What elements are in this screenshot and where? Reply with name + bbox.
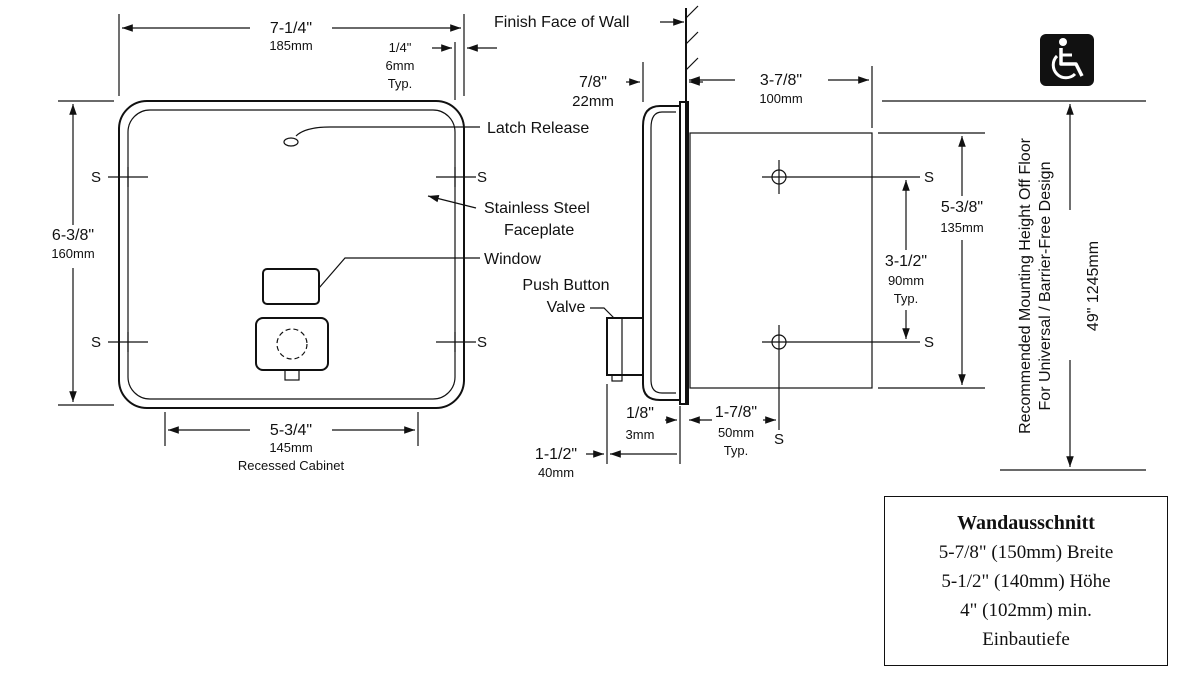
faceplate-inner-outline — [127, 109, 456, 400]
wall-cutout-height: 5-1/2" (140mm) Höhe — [941, 570, 1111, 592]
front-depth-dimension: 7/8" — [579, 74, 607, 91]
flange-dimension-mm: 6mm — [386, 58, 415, 73]
flange — [679, 101, 689, 405]
push-button-ring — [276, 328, 308, 360]
height-dimension: 6-3/8" — [52, 227, 94, 244]
faceplate-profile — [642, 105, 680, 401]
wall-label: Finish Face of Wall — [494, 14, 629, 31]
depth-dimension-mm: 100mm — [759, 91, 802, 106]
screw-spacing-dimension: 3-1/2" — [885, 253, 927, 270]
mounting-height-value: 49" 1245mm — [1085, 241, 1102, 331]
faceplate-outline — [118, 100, 465, 409]
front-view: Latch Release Stainless Steel Faceplate … — [51, 14, 590, 473]
screw-label: S — [477, 169, 487, 186]
screw-spacing-typ: Typ. — [894, 291, 919, 306]
wall-cutout-title: Wandausschnitt — [957, 511, 1095, 534]
latch-release — [283, 137, 299, 147]
cabinet-label: Recessed Cabinet — [238, 458, 345, 473]
screw-label: S — [91, 169, 101, 186]
button-projection-dimension: 1-1/2" — [535, 446, 577, 463]
recessed-cabinet — [689, 132, 873, 389]
wall-cutout-note: Wandausschnitt 5-7/8" (150mm) Breite 5-1… — [884, 496, 1168, 666]
width-dimension-mm: 185mm — [269, 38, 312, 53]
side-view: Finish Face of Wall Push Button Valve S … — [494, 5, 985, 480]
latch-release-label: Latch Release — [487, 120, 589, 137]
button-projection-dimension-mm: 40mm — [538, 465, 574, 480]
flange-thickness-dimension-mm: 3mm — [626, 427, 655, 442]
screw-offset-dimension: 1-7/8" — [715, 404, 757, 421]
valve-nozzle — [611, 374, 623, 382]
screw-label: S — [477, 334, 487, 351]
screw-label: S — [924, 334, 934, 351]
flange-typ: Typ. — [388, 76, 413, 91]
screw-label: S — [774, 431, 784, 448]
mounting-height-label-2: For Universal / Barrier-Free Design — [1037, 162, 1054, 411]
screw-spacing-dimension-mm: 90mm — [888, 273, 924, 288]
push-button-label-2: Valve — [547, 299, 586, 316]
cabinet-height-dimension-mm: 135mm — [940, 220, 983, 235]
width-dimension: 7-1/4" — [270, 20, 312, 37]
wall-cutout-width: 5-7/8" (150mm) Breite — [938, 541, 1114, 563]
screw-offset-typ: Typ. — [724, 443, 749, 458]
height-dimension-mm: 160mm — [51, 246, 94, 261]
screw-label: S — [91, 334, 101, 351]
window — [262, 268, 320, 305]
screw-label: S — [924, 169, 934, 186]
push-button-valve — [606, 317, 644, 376]
wall-cutout-depth-label: Einbautiefe — [982, 628, 1070, 650]
push-button — [255, 317, 329, 371]
cabinet-dimension: 5-3/4" — [270, 422, 312, 439]
push-button-label: Push Button — [522, 277, 609, 294]
flange-dimension: 1/4" — [389, 40, 412, 55]
window-label: Window — [484, 251, 541, 268]
wall-cutout-depth: 4" (102mm) min. — [960, 599, 1092, 621]
faceplate-label: Stainless Steel — [484, 200, 590, 217]
wheelchair-accessibility-icon — [1040, 34, 1094, 86]
screw-offset-dimension-mm: 50mm — [718, 425, 754, 440]
depth-dimension: 3-7/8" — [760, 72, 802, 89]
mounting-height-label: Recommended Mounting Height Off Floor — [1017, 137, 1034, 434]
mounting-height: 49" 1245mm Recommended Mounting Height O… — [882, 34, 1146, 471]
front-depth-dimension-mm: 22mm — [572, 93, 614, 110]
cabinet-height-dimension: 5-3/8" — [941, 199, 983, 216]
push-button-nozzle — [284, 369, 300, 381]
cabinet-dimension-mm: 145mm — [269, 440, 312, 455]
faceplate-label-2: Faceplate — [504, 222, 574, 239]
flange-thickness-dimension: 1/8" — [626, 405, 654, 422]
